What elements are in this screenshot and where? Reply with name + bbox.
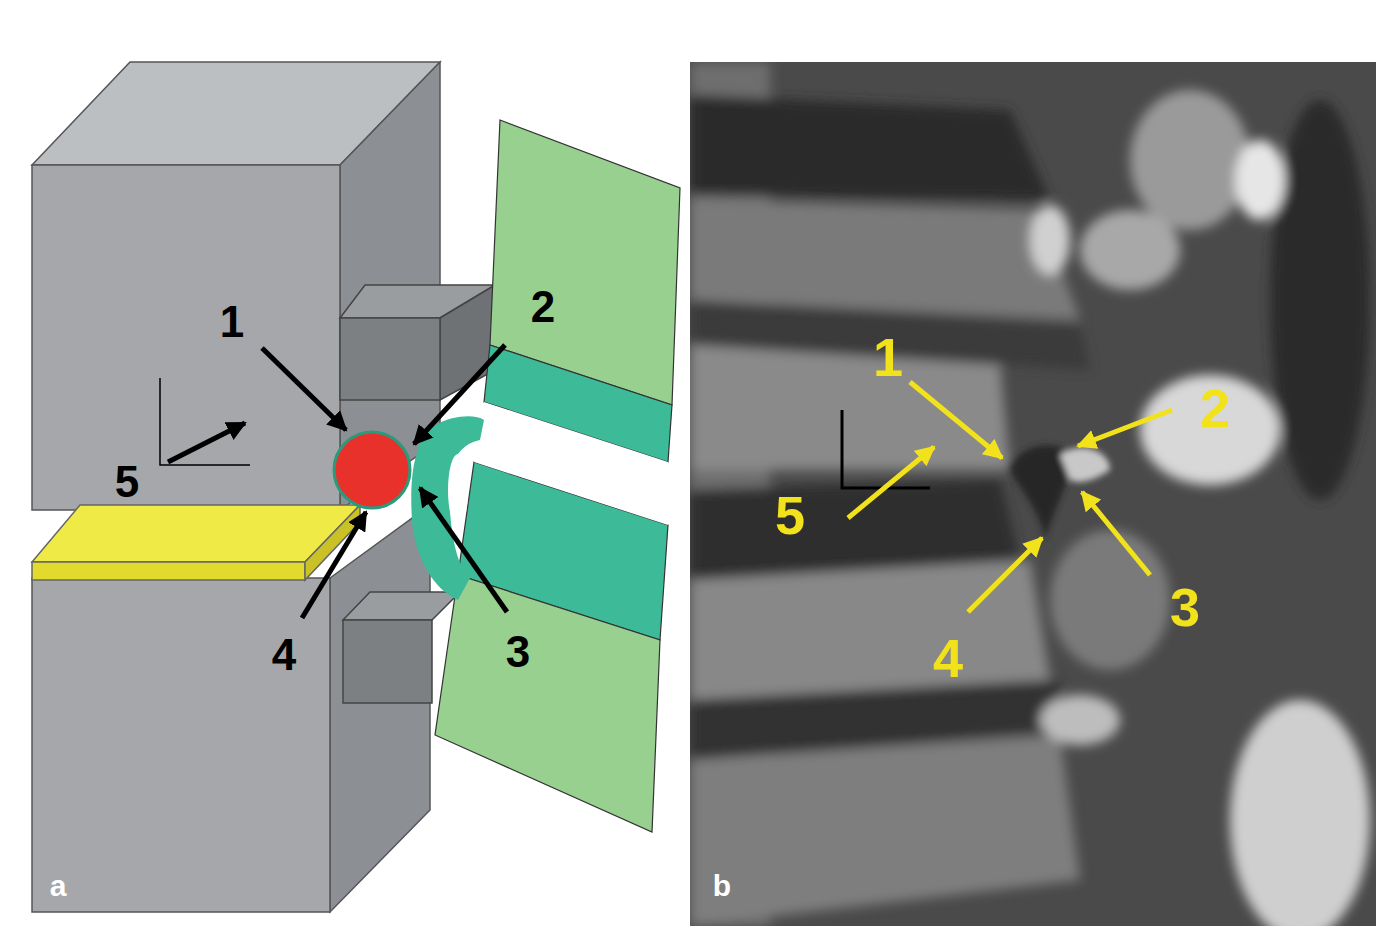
panel-letter: a	[50, 871, 67, 901]
callout-number: 4	[933, 631, 963, 685]
pedicle-top-face	[343, 592, 460, 620]
vertebra-side-face	[330, 505, 430, 912]
vertebra-front-face	[32, 578, 330, 912]
callout-number: 2	[1200, 381, 1230, 435]
callout-number: 2	[531, 285, 555, 329]
callout-number: 1	[873, 330, 903, 384]
leader-arrow	[262, 348, 346, 430]
vertebra-front-face	[32, 165, 340, 510]
lamina-plane	[435, 575, 660, 832]
pedicle-front-face	[340, 318, 440, 400]
foramen-gap	[448, 454, 468, 526]
leader-arrow	[1078, 410, 1172, 446]
leader-arrow	[1082, 492, 1150, 575]
leader-arrow	[910, 382, 1002, 458]
callout-number: 5	[115, 460, 139, 504]
schematic-panel	[32, 62, 680, 912]
leader-arrow	[302, 512, 366, 618]
nerve-root	[334, 432, 410, 508]
callout-number: 4	[272, 633, 296, 677]
callout-number: 1	[220, 300, 244, 344]
ligament-shape	[411, 416, 484, 600]
axis-lines	[160, 378, 250, 465]
leader-arrow	[168, 423, 245, 462]
disc-top-face	[32, 505, 360, 562]
mri-panel	[690, 62, 1376, 926]
axis-lines	[842, 410, 930, 488]
leader-arrow	[420, 488, 507, 612]
leader-arrow	[414, 345, 505, 444]
joint-gap	[474, 402, 668, 525]
callout-number: 5	[775, 488, 805, 542]
callout-number: 3	[1170, 580, 1200, 634]
callout-number: 3	[506, 630, 530, 674]
pedicle-front-face	[343, 620, 432, 703]
panel-letter: b	[713, 871, 731, 901]
leader-arrow	[968, 538, 1042, 612]
disc-front-face	[32, 562, 305, 580]
leader-arrow	[848, 447, 934, 518]
